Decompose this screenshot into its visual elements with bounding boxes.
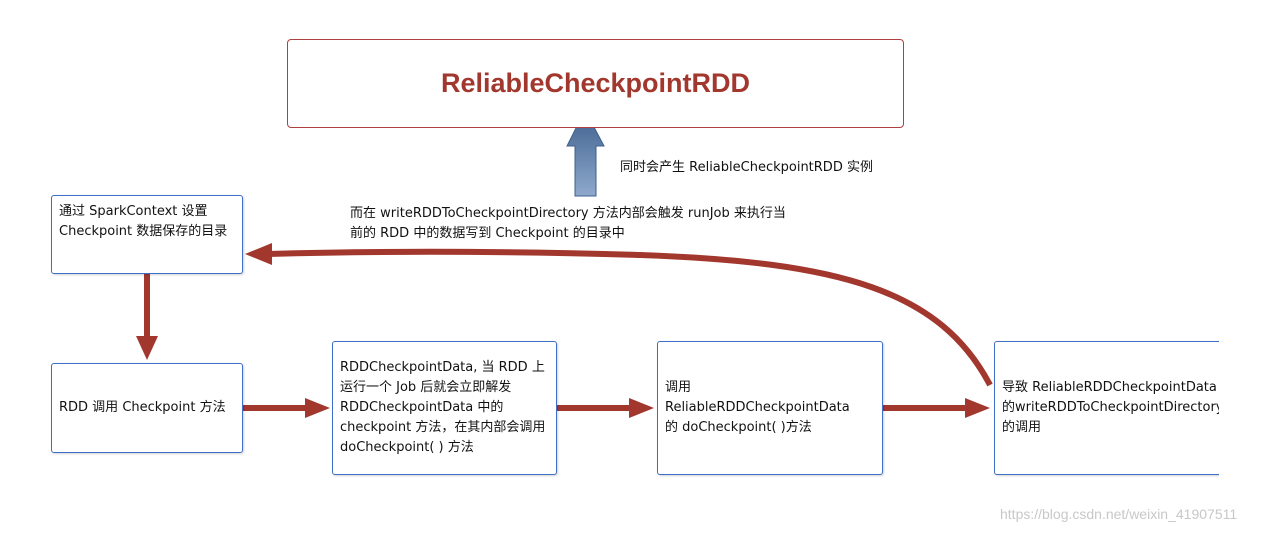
reliable-checkpoint-rdd-node: ReliableCheckpointRDD [287, 39, 904, 128]
set-dir-node: 通过 SparkContext 设置 Checkpoint 数据保存的目录 [51, 195, 243, 274]
rdd-checkpoint-data-text: RDDCheckpointData, 当 RDD 上 运行一个 Job 后就会立… [340, 360, 546, 455]
up-arrow [566, 108, 605, 197]
write-call-node: 导致 ReliableRDDCheckpointData 的writeRDDTo… [994, 341, 1234, 475]
arrow-writecall-to-setdir [267, 248, 993, 387]
reliable-call-node: 调用ReliableRDDCheckpointData 的 doCheckpoi… [657, 341, 883, 475]
run-job-label: 而在 writeRDDToCheckpointDirectory 方法内部会触发… [350, 206, 786, 241]
set-dir-text: 通过 SparkContext 设置 Checkpoint 数据保存的目录 [59, 204, 228, 239]
arrowhead-writecall-to-setdir [245, 243, 272, 265]
rdd-call-text: RDD 调用 Checkpoint 方法 [59, 400, 226, 415]
reliable-call-text: 调用ReliableRDDCheckpointData 的 doCheckpoi… [665, 380, 850, 435]
rdd-call-node: RDD 调用 Checkpoint 方法 [51, 363, 243, 453]
produce-label: 同时会产生 ReliableCheckpointRDD 实例 [620, 160, 873, 175]
arrowhead-reliablecall-to-writecall [965, 398, 990, 418]
title-text: ReliableCheckpointRDD [440, 68, 751, 98]
watermark: https://blog.csdn.net/weixin_41907511 [1000, 506, 1238, 522]
right-edge-mask [1219, 330, 1278, 490]
arrowhead-rddcall-to-checkpointdata [305, 398, 330, 418]
arrowhead-setdir-to-rddcall [136, 336, 158, 360]
arrowhead-checkpointdata-to-reliablecall [629, 398, 654, 418]
rdd-checkpoint-data-node: RDDCheckpointData, 当 RDD 上 运行一个 Job 后就会立… [332, 341, 557, 475]
write-call-text: 导致 ReliableRDDCheckpointData 的writeRDDTo… [1002, 380, 1224, 435]
